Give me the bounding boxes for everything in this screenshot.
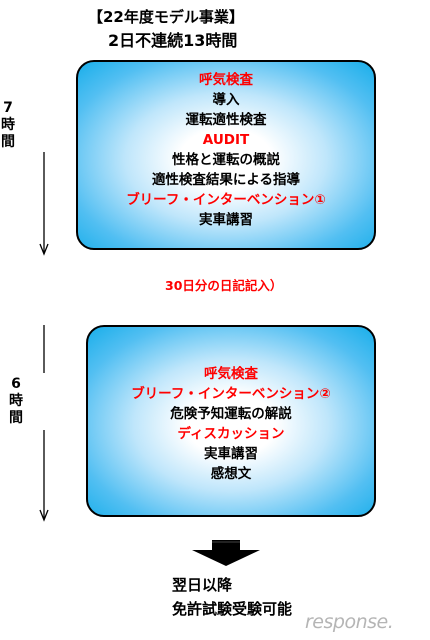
session-item: 呼気検査 xyxy=(204,366,258,382)
day2-item-list: 呼気検査ブリーフ・インターベンション② 危険予知運転の解説ディスカッション実車講習… xyxy=(88,364,374,484)
result-line-1: 翌日以降 xyxy=(172,576,233,594)
day1-item-list: 呼気検査導入運転適性検査 AUDIT 性格と運転の概説適性検査結果による指導ブリーフ… xyxy=(78,70,374,230)
session-item: 導入 xyxy=(212,92,240,108)
down-block-arrow-icon xyxy=(192,540,260,566)
day1-duration-label: 7 時 間 xyxy=(1,100,15,150)
session-item: 呼気検査 xyxy=(199,72,253,88)
diary-interval-note: 30日分の日記記入） xyxy=(165,278,283,293)
response-watermark-logo: response. xyxy=(305,611,394,633)
result-line-2: 免許試験受験可能 xyxy=(172,600,293,618)
session-item: ディスカッション xyxy=(177,426,285,442)
model-project-title: 【22年度モデル事業】 xyxy=(88,8,244,26)
day1-session-box: 呼気検査導入運転適性検査 AUDIT 性格と運転の概説適性検査結果による指導ブリーフ… xyxy=(76,60,376,250)
session-item: 性格と運転の概説 xyxy=(172,152,280,168)
session-item: 運転適性検査 xyxy=(185,112,267,128)
day2-duration-label: 6 時 間 xyxy=(9,376,23,426)
session-item: 実車講習 xyxy=(204,446,258,462)
day2-session-box: 呼気検査ブリーフ・インターベンション② 危険予知運転の解説ディスカッション実車講習… xyxy=(86,325,376,517)
day1-duration-arrow xyxy=(39,152,49,256)
schedule-subtitle: 2日不連続13時間 xyxy=(108,31,238,50)
session-item: 感想文 xyxy=(210,466,252,482)
session-item: AUDIT xyxy=(202,132,250,148)
session-item: 適性検査結果による指導 xyxy=(151,172,301,188)
session-item: 実車講習 xyxy=(199,212,253,228)
day2-duration-arrow xyxy=(39,325,49,522)
session-item: 危険予知運転の解説 xyxy=(170,406,292,422)
session-item: ブリーフ・インターベンション② xyxy=(131,386,331,402)
session-item: ブリーフ・インターベンション① xyxy=(126,192,326,208)
